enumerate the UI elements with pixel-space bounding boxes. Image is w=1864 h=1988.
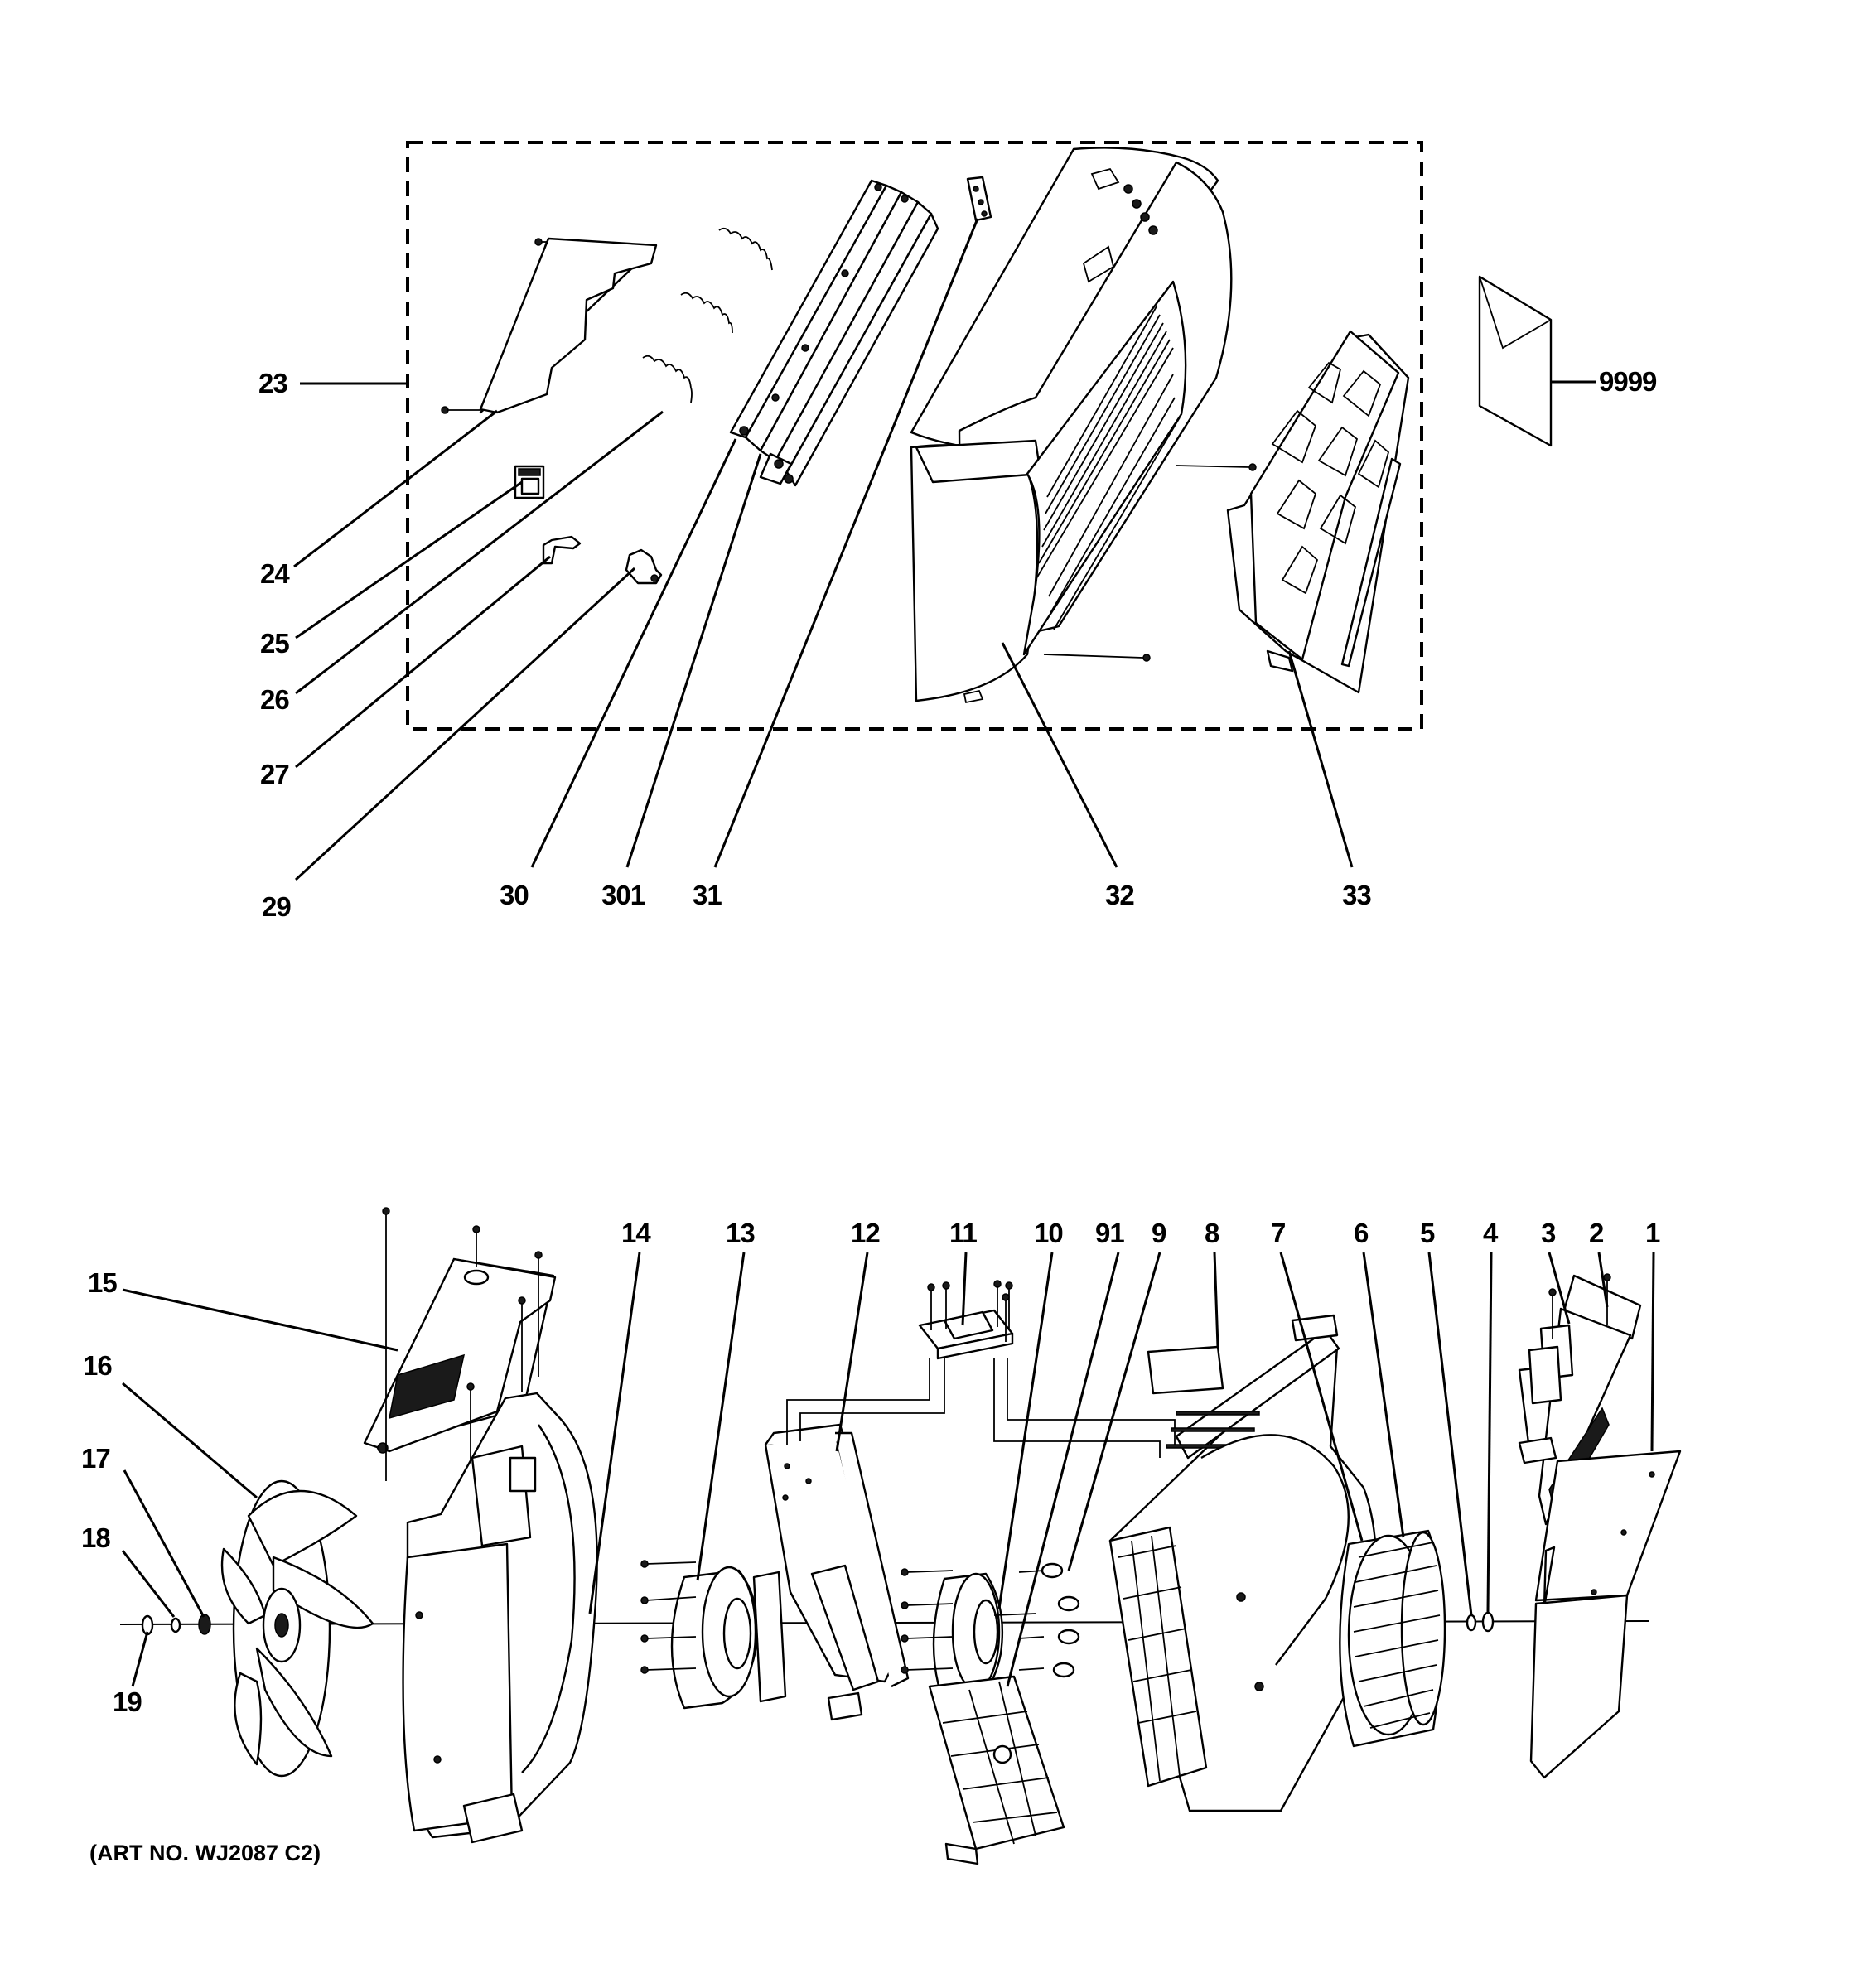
part-30-301-louver-rails [729, 179, 939, 487]
part-29-sensor-holder [625, 548, 663, 585]
callout-24: 24 [260, 558, 290, 589]
callout-16: 16 [83, 1350, 112, 1381]
callout-14: 14 [621, 1218, 651, 1248]
callout-labels: 23 9999 24 25 26 27 29 30 301 31 32 33 1… [81, 366, 1661, 1717]
part-10-blower-motor [901, 1568, 1045, 1706]
wire-routing-lines [786, 1358, 1176, 1458]
callout-30: 30 [500, 880, 529, 910]
art-number: (ART NO. WJ2087 C2) [89, 1841, 321, 1865]
part-24-deflector-plate [441, 237, 658, 414]
part-25-clip [514, 465, 545, 499]
callout-19: 19 [113, 1686, 142, 1717]
top-leader-lines [293, 218, 1596, 881]
part-13-fan-motor [640, 1560, 787, 1710]
callout-6: 6 [1354, 1218, 1369, 1248]
callout-31: 31 [693, 880, 722, 910]
callout-11: 11 [949, 1218, 978, 1248]
part-26-springs [642, 227, 773, 403]
part-91-bottom-cover [928, 1675, 1065, 1865]
part-33-filter [1226, 330, 1410, 694]
callout-4: 4 [1483, 1218, 1499, 1248]
callout-10: 10 [1034, 1218, 1063, 1248]
callout-3: 3 [1541, 1218, 1556, 1248]
bottom-leader-lines [121, 1252, 1655, 1687]
callout-8: 8 [1205, 1218, 1219, 1248]
part-27-bracket [542, 535, 582, 565]
part-16-axial-fan [220, 1479, 374, 1778]
callout-301: 301 [601, 880, 645, 910]
part-11-control-plate [918, 1280, 1014, 1360]
callout-26: 26 [260, 684, 289, 715]
callout-25: 25 [260, 628, 289, 659]
callout-5: 5 [1420, 1218, 1435, 1248]
callout-32: 32 [1105, 880, 1134, 910]
callout-9999: 9999 [1599, 366, 1657, 397]
callout-1: 1 [1645, 1218, 1660, 1248]
front-panel-assembly-boundary [406, 141, 1423, 731]
callout-13: 13 [726, 1218, 755, 1248]
callout-18: 18 [81, 1522, 110, 1553]
part-9-grommets [1041, 1562, 1080, 1678]
callout-91: 91 [1095, 1218, 1124, 1248]
callout-9: 9 [1152, 1218, 1166, 1248]
part-14-fan-shroud [402, 1392, 598, 1844]
part-1-side-panel [1529, 1450, 1682, 1779]
callout-27: 27 [260, 759, 289, 789]
part-6-blower-wheel [1339, 1529, 1446, 1748]
callout-7: 7 [1271, 1218, 1285, 1248]
callout-33: 33 [1342, 880, 1371, 910]
part-9999-manual [1478, 275, 1553, 447]
part-12-motor-bracket [764, 1423, 910, 1721]
callout-15: 15 [88, 1267, 117, 1298]
callout-23: 23 [258, 368, 287, 398]
callout-12: 12 [851, 1218, 880, 1248]
callout-29: 29 [262, 891, 291, 922]
part-32-front-grille-panel [910, 147, 1257, 704]
part-17-19-fan-hardware [141, 1614, 211, 1636]
part-31-link-bar [966, 176, 992, 222]
part-8-7-blower-housing [1108, 1314, 1378, 1812]
callout-17: 17 [81, 1443, 110, 1474]
callout-2: 2 [1589, 1218, 1604, 1248]
